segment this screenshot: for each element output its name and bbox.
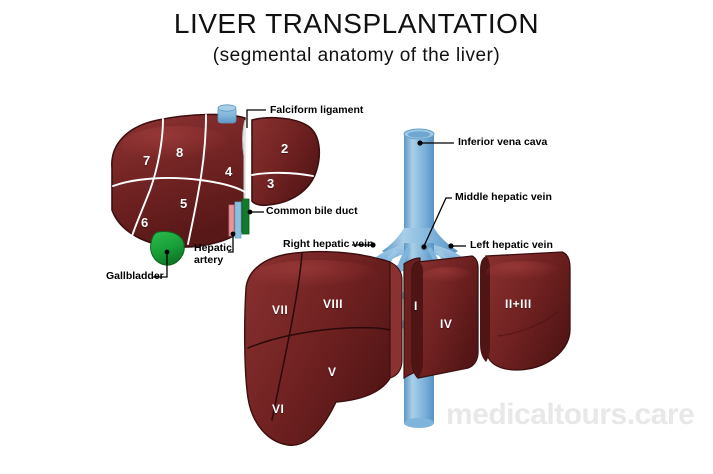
lower-right-dividers xyxy=(247,252,391,421)
lower-right-lobe-group xyxy=(244,250,403,447)
segment-number-4: 4 xyxy=(225,164,233,179)
segment-number-8: 8 xyxy=(176,145,184,160)
segment-IV-sheen xyxy=(422,267,474,285)
falciform-leader xyxy=(246,109,266,128)
segment-number-VIII: VIII xyxy=(323,297,344,311)
segment-number-6: 6 xyxy=(141,215,149,230)
hepatic-artery-leader xyxy=(228,235,234,253)
hepatic-artery-dot xyxy=(230,231,236,237)
segment-number-I: I xyxy=(414,299,418,313)
segment-number-7: 7 xyxy=(143,153,151,168)
segment-II-III-contour xyxy=(497,311,559,337)
segment-number-3: 3 xyxy=(267,176,275,191)
segment-II-III-left-face xyxy=(480,256,490,362)
lower-right-lobe-cut-face xyxy=(389,261,403,379)
segment-number-5: 5 xyxy=(180,196,188,211)
mhv-dot xyxy=(421,244,427,250)
segment-number-2: 2 xyxy=(281,141,289,156)
gallbladder-dot xyxy=(164,249,170,255)
label-hepatic-artery-line1: Hepatic xyxy=(194,242,232,254)
segment-number-VII: VII xyxy=(272,303,289,317)
hepatic-artery-tube xyxy=(228,204,235,237)
segment-number-II-III: II+III xyxy=(505,297,532,311)
watermark: medicaltours.care xyxy=(446,398,695,431)
portal-triad-group xyxy=(228,198,250,239)
segment-number-V: V xyxy=(328,365,337,379)
common-bile-duct-tube xyxy=(241,198,250,235)
portal-vein-tube xyxy=(234,201,242,239)
upper-liver-group xyxy=(111,104,321,278)
inferior-vena-cava-lumen xyxy=(408,131,430,138)
label-right-hepatic-vein: Right hepatic vein xyxy=(283,238,374,250)
inferior-vena-cava-trunk xyxy=(404,133,434,243)
falciform-notch xyxy=(242,118,252,204)
vena-cava-lower-end xyxy=(404,418,434,428)
label-hepatic-artery: Hepatic artery xyxy=(194,242,246,266)
ivc-dot xyxy=(417,140,423,146)
label-gallbladder: Gallbladder xyxy=(106,270,164,282)
gallbladder-leader xyxy=(152,253,168,278)
label-hepatic-artery-line2: artery xyxy=(194,253,224,266)
segment-II-III-group xyxy=(480,251,571,371)
label-middle-hepatic-vein: Middle hepatic vein xyxy=(455,191,552,203)
segment-IV-left-face xyxy=(412,262,423,378)
upper-liver-vessel-stub xyxy=(217,104,237,124)
segment-number-VI: VI xyxy=(272,402,285,416)
common-bile-duct-dot xyxy=(247,209,253,215)
lower-right-lobe-sheen xyxy=(252,260,380,292)
falciform-notch-shade xyxy=(242,119,246,200)
label-left-hepatic-vein: Left hepatic vein xyxy=(470,239,553,251)
upper-liver-left-lobe xyxy=(251,116,321,207)
mhv-leader xyxy=(423,197,452,247)
gallbladder-shape xyxy=(150,231,185,266)
label-falciform-ligament: Falciform ligament xyxy=(270,104,364,116)
upper-segment-dividers xyxy=(112,114,314,245)
page-subtitle: (segmental anatomy of the liver) xyxy=(212,45,501,66)
lower-right-lobe xyxy=(244,250,391,447)
lhv-dot xyxy=(448,243,454,249)
segment-IV-group xyxy=(411,255,479,379)
page-title: LIVER TRANSPLANTATION xyxy=(173,8,540,39)
label-inferior-vena-cava: Inferior vena cava xyxy=(458,136,548,148)
upper-leader-lines xyxy=(152,109,266,278)
segment-number-IV: IV xyxy=(440,317,453,331)
segment-II-III-sheen xyxy=(486,261,562,283)
rhv-dot xyxy=(370,242,376,248)
label-common-bile-duct: Common bile duct xyxy=(266,205,358,217)
lower-leader-lines xyxy=(352,140,466,250)
